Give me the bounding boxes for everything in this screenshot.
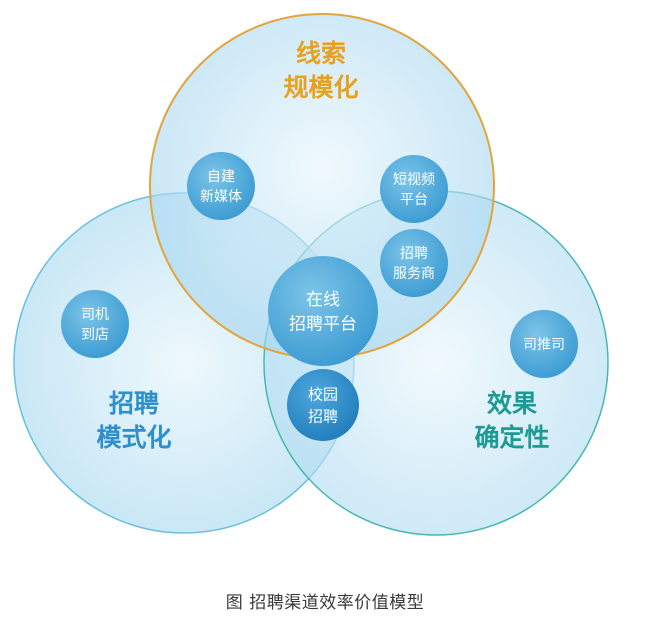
node-label-campus-line-0: 校园 bbox=[308, 386, 338, 404]
node-bubble-short-video bbox=[380, 155, 448, 223]
node-label-self-media-line-0: 自建 bbox=[207, 169, 235, 185]
set-label-top-line-1: 规模化 bbox=[283, 73, 358, 102]
node-label-sitong-line-0: 司推司 bbox=[523, 337, 565, 353]
figure-caption: 图 招聘渠道效率价值模型 bbox=[225, 593, 425, 613]
set-label-left-line-0: 招聘 bbox=[109, 389, 159, 418]
node-bubble-driver-store bbox=[61, 290, 129, 358]
set-label-right-line-1: 确定性 bbox=[474, 423, 549, 452]
node-sitong: 司推司 bbox=[510, 310, 578, 378]
node-label-campus-line-1: 招聘 bbox=[308, 407, 338, 425]
node-label-short-video-line-0: 短视频 bbox=[393, 172, 435, 188]
node-bubble-campus bbox=[287, 369, 359, 441]
node-label-self-media-line-1: 新媒体 bbox=[200, 189, 242, 205]
set-label-right-line-0: 效果 bbox=[487, 389, 537, 418]
node-label-recruit-service-line-0: 招聘 bbox=[400, 246, 428, 262]
set-label-top-line-0: 线索 bbox=[296, 39, 346, 68]
node-bubble-sitong bbox=[510, 310, 578, 378]
node-label-short-video-line-1: 平台 bbox=[400, 192, 428, 208]
node-label-driver-store-line-0: 司机 bbox=[81, 307, 109, 323]
node-label-recruit-service-line-1: 服务商 bbox=[393, 266, 435, 282]
node-bubble-self-media bbox=[187, 152, 255, 220]
node-label-driver-store-line-1: 到店 bbox=[81, 327, 109, 343]
node-label-online-platform-line-0: 在线 bbox=[306, 290, 340, 310]
node-bubble-online-platform bbox=[268, 256, 378, 366]
set-label-left-line-1: 模式化 bbox=[96, 423, 171, 452]
node-bubble-recruit-service bbox=[380, 229, 448, 297]
node-label-online-platform-line-1: 招聘平台 bbox=[289, 314, 357, 334]
